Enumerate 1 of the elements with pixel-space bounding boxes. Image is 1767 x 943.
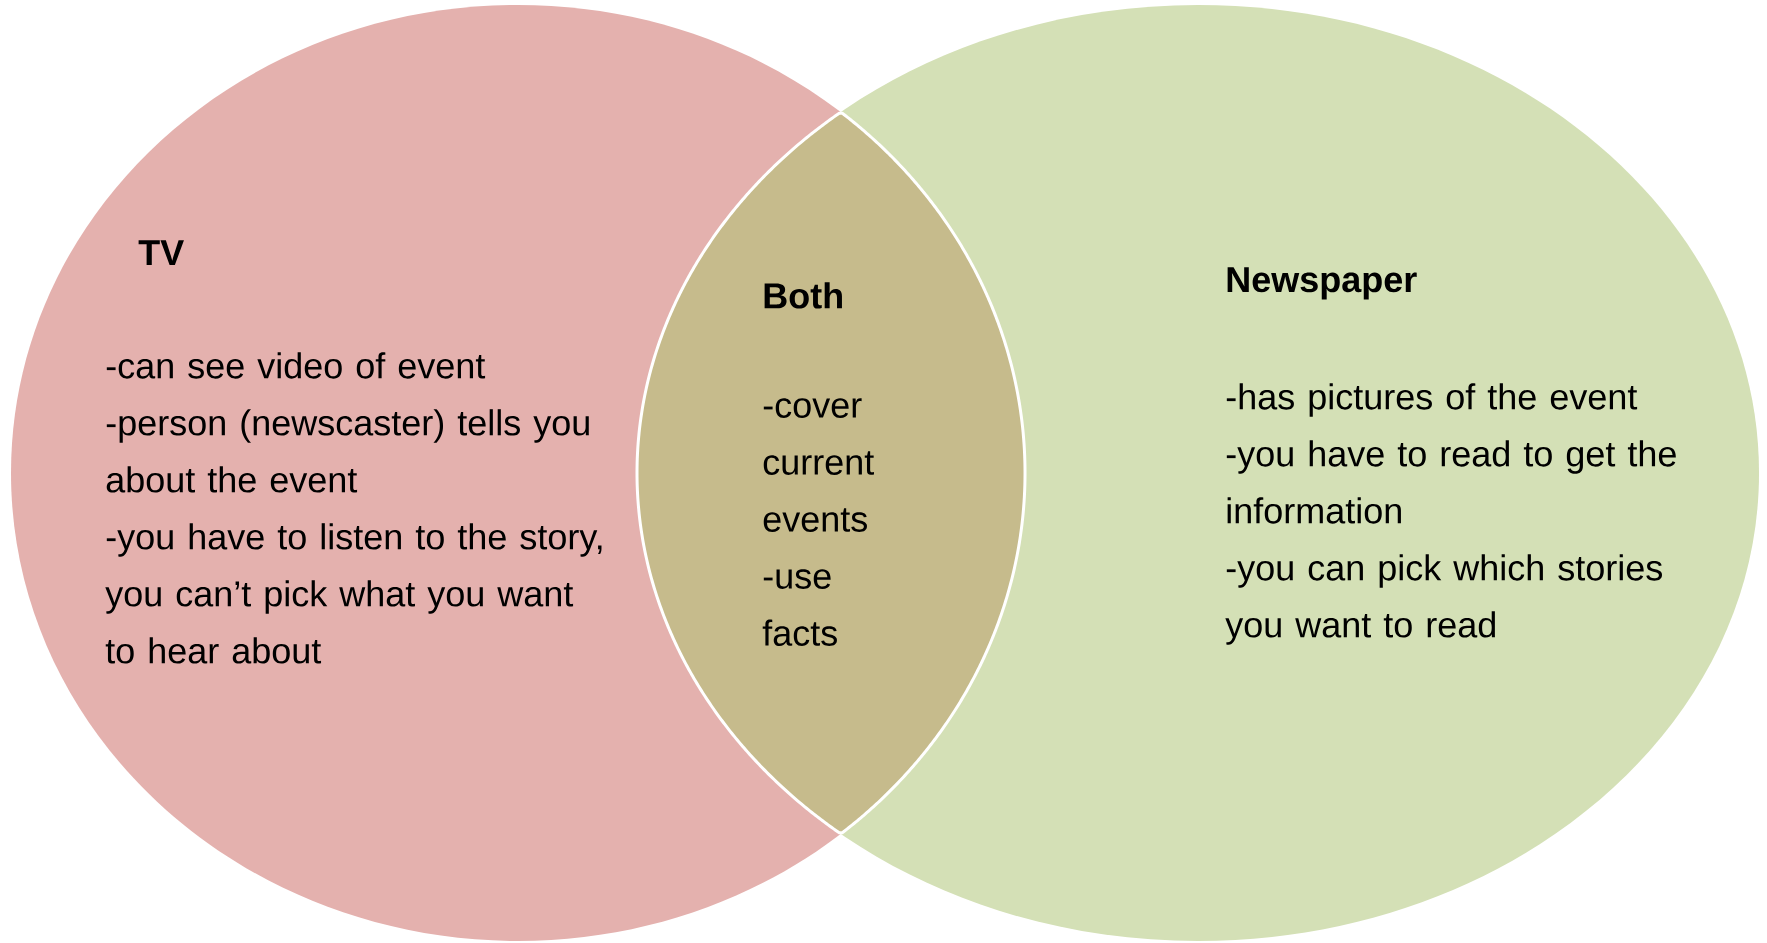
overlap-region: Both -cover current events -use facts <box>635 111 1027 835</box>
